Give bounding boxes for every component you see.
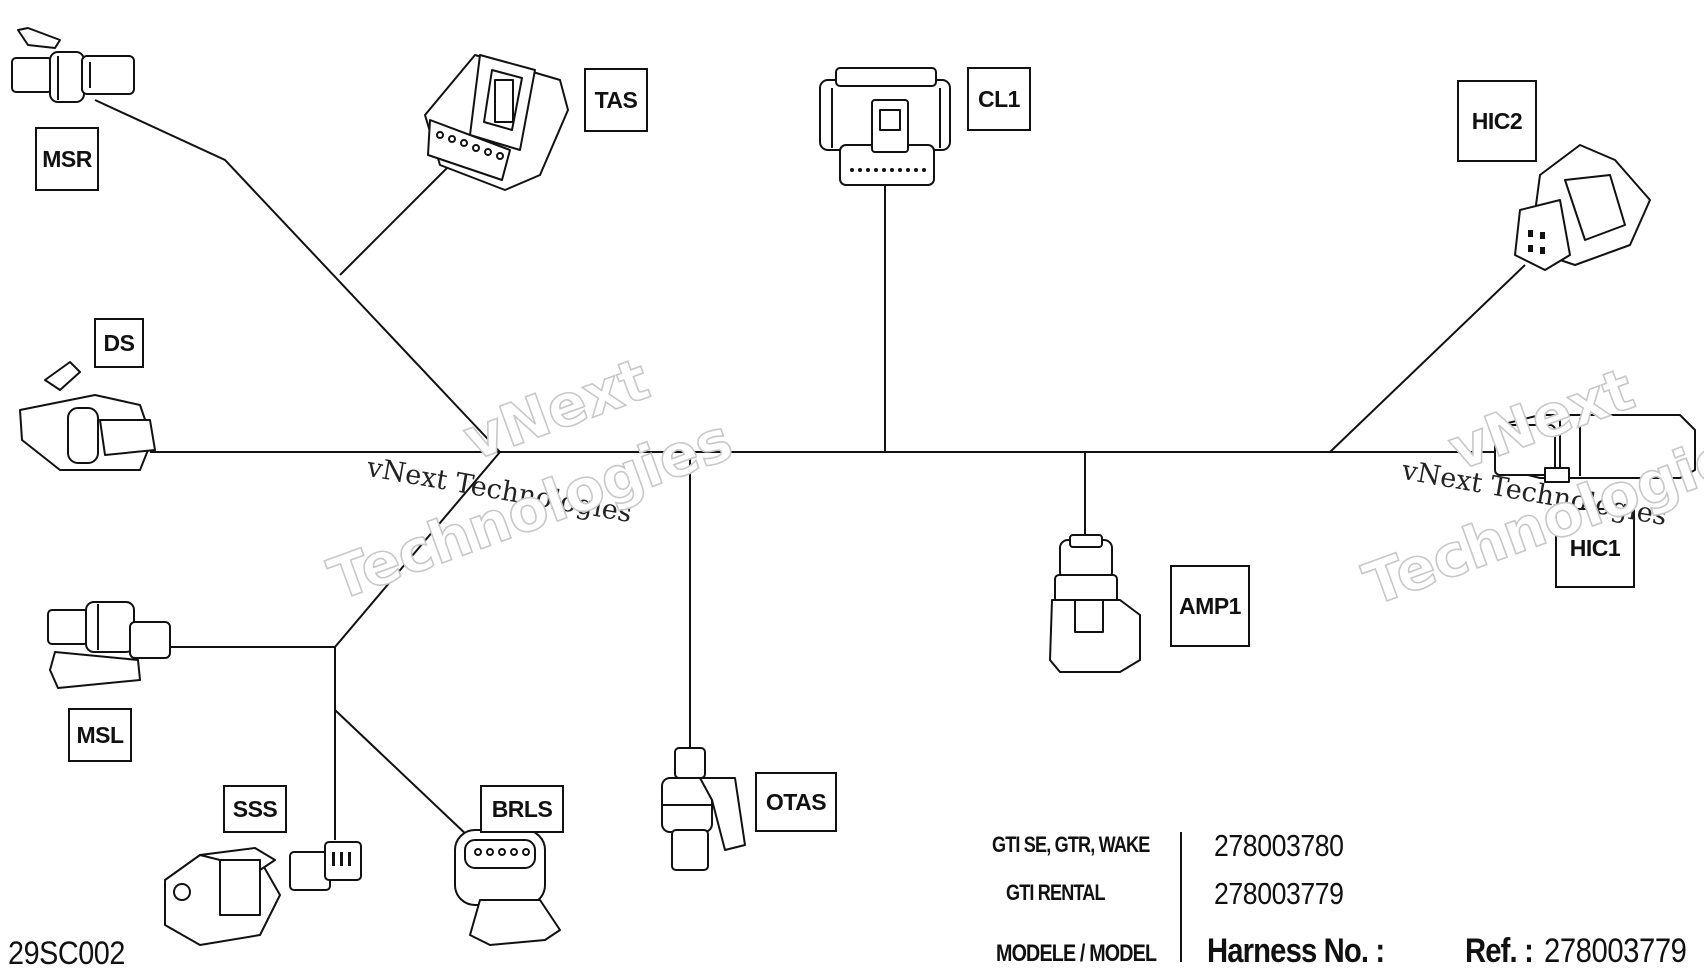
hic1-connector-icon [1494,414,1696,483]
harness-number: 278003779 [1214,876,1344,911]
msl-connector-icon [47,601,171,689]
amp1-connector-icon [1049,534,1141,673]
tas-connector-icon [424,54,569,191]
label-brls: BRLS [480,785,564,833]
harness-number: 278003780 [1214,828,1344,863]
ref-label: Ref. : [1465,932,1534,970]
label-msl: MSL [68,708,132,762]
harness-header: Harness No. : [1207,932,1385,970]
label-hic1: HIC1 [1555,508,1635,588]
label-otas: OTAS [755,772,837,832]
label-hic2: HIC2 [1457,80,1537,162]
sss-connector-icon [164,841,362,946]
figure-code: 29SC002 [8,935,125,971]
label-tas: TAS [584,68,648,132]
brls-connector-icon [454,829,561,946]
cl1-connector-icon [819,67,951,186]
label-sss: SSS [223,785,287,833]
ds-connector-icon [19,361,156,471]
label-ds: DS [94,318,144,368]
msr-connector-icon [11,27,135,103]
label-msr: MSR [35,127,99,191]
ref-value: 278003779 [1544,932,1687,970]
model-name: GTI RENTAL [1006,880,1106,905]
label-amp1: AMP1 [1170,565,1250,647]
table-divider [1180,832,1182,962]
harness-wires [94,99,1526,840]
label-cl1: CL1 [967,67,1031,131]
model-header: MODELE / MODEL [996,940,1157,967]
hic2-connector-icon [1514,144,1651,271]
model-name: GTI SE, GTR, WAKE [992,832,1150,857]
otas-connector-icon [661,747,746,871]
